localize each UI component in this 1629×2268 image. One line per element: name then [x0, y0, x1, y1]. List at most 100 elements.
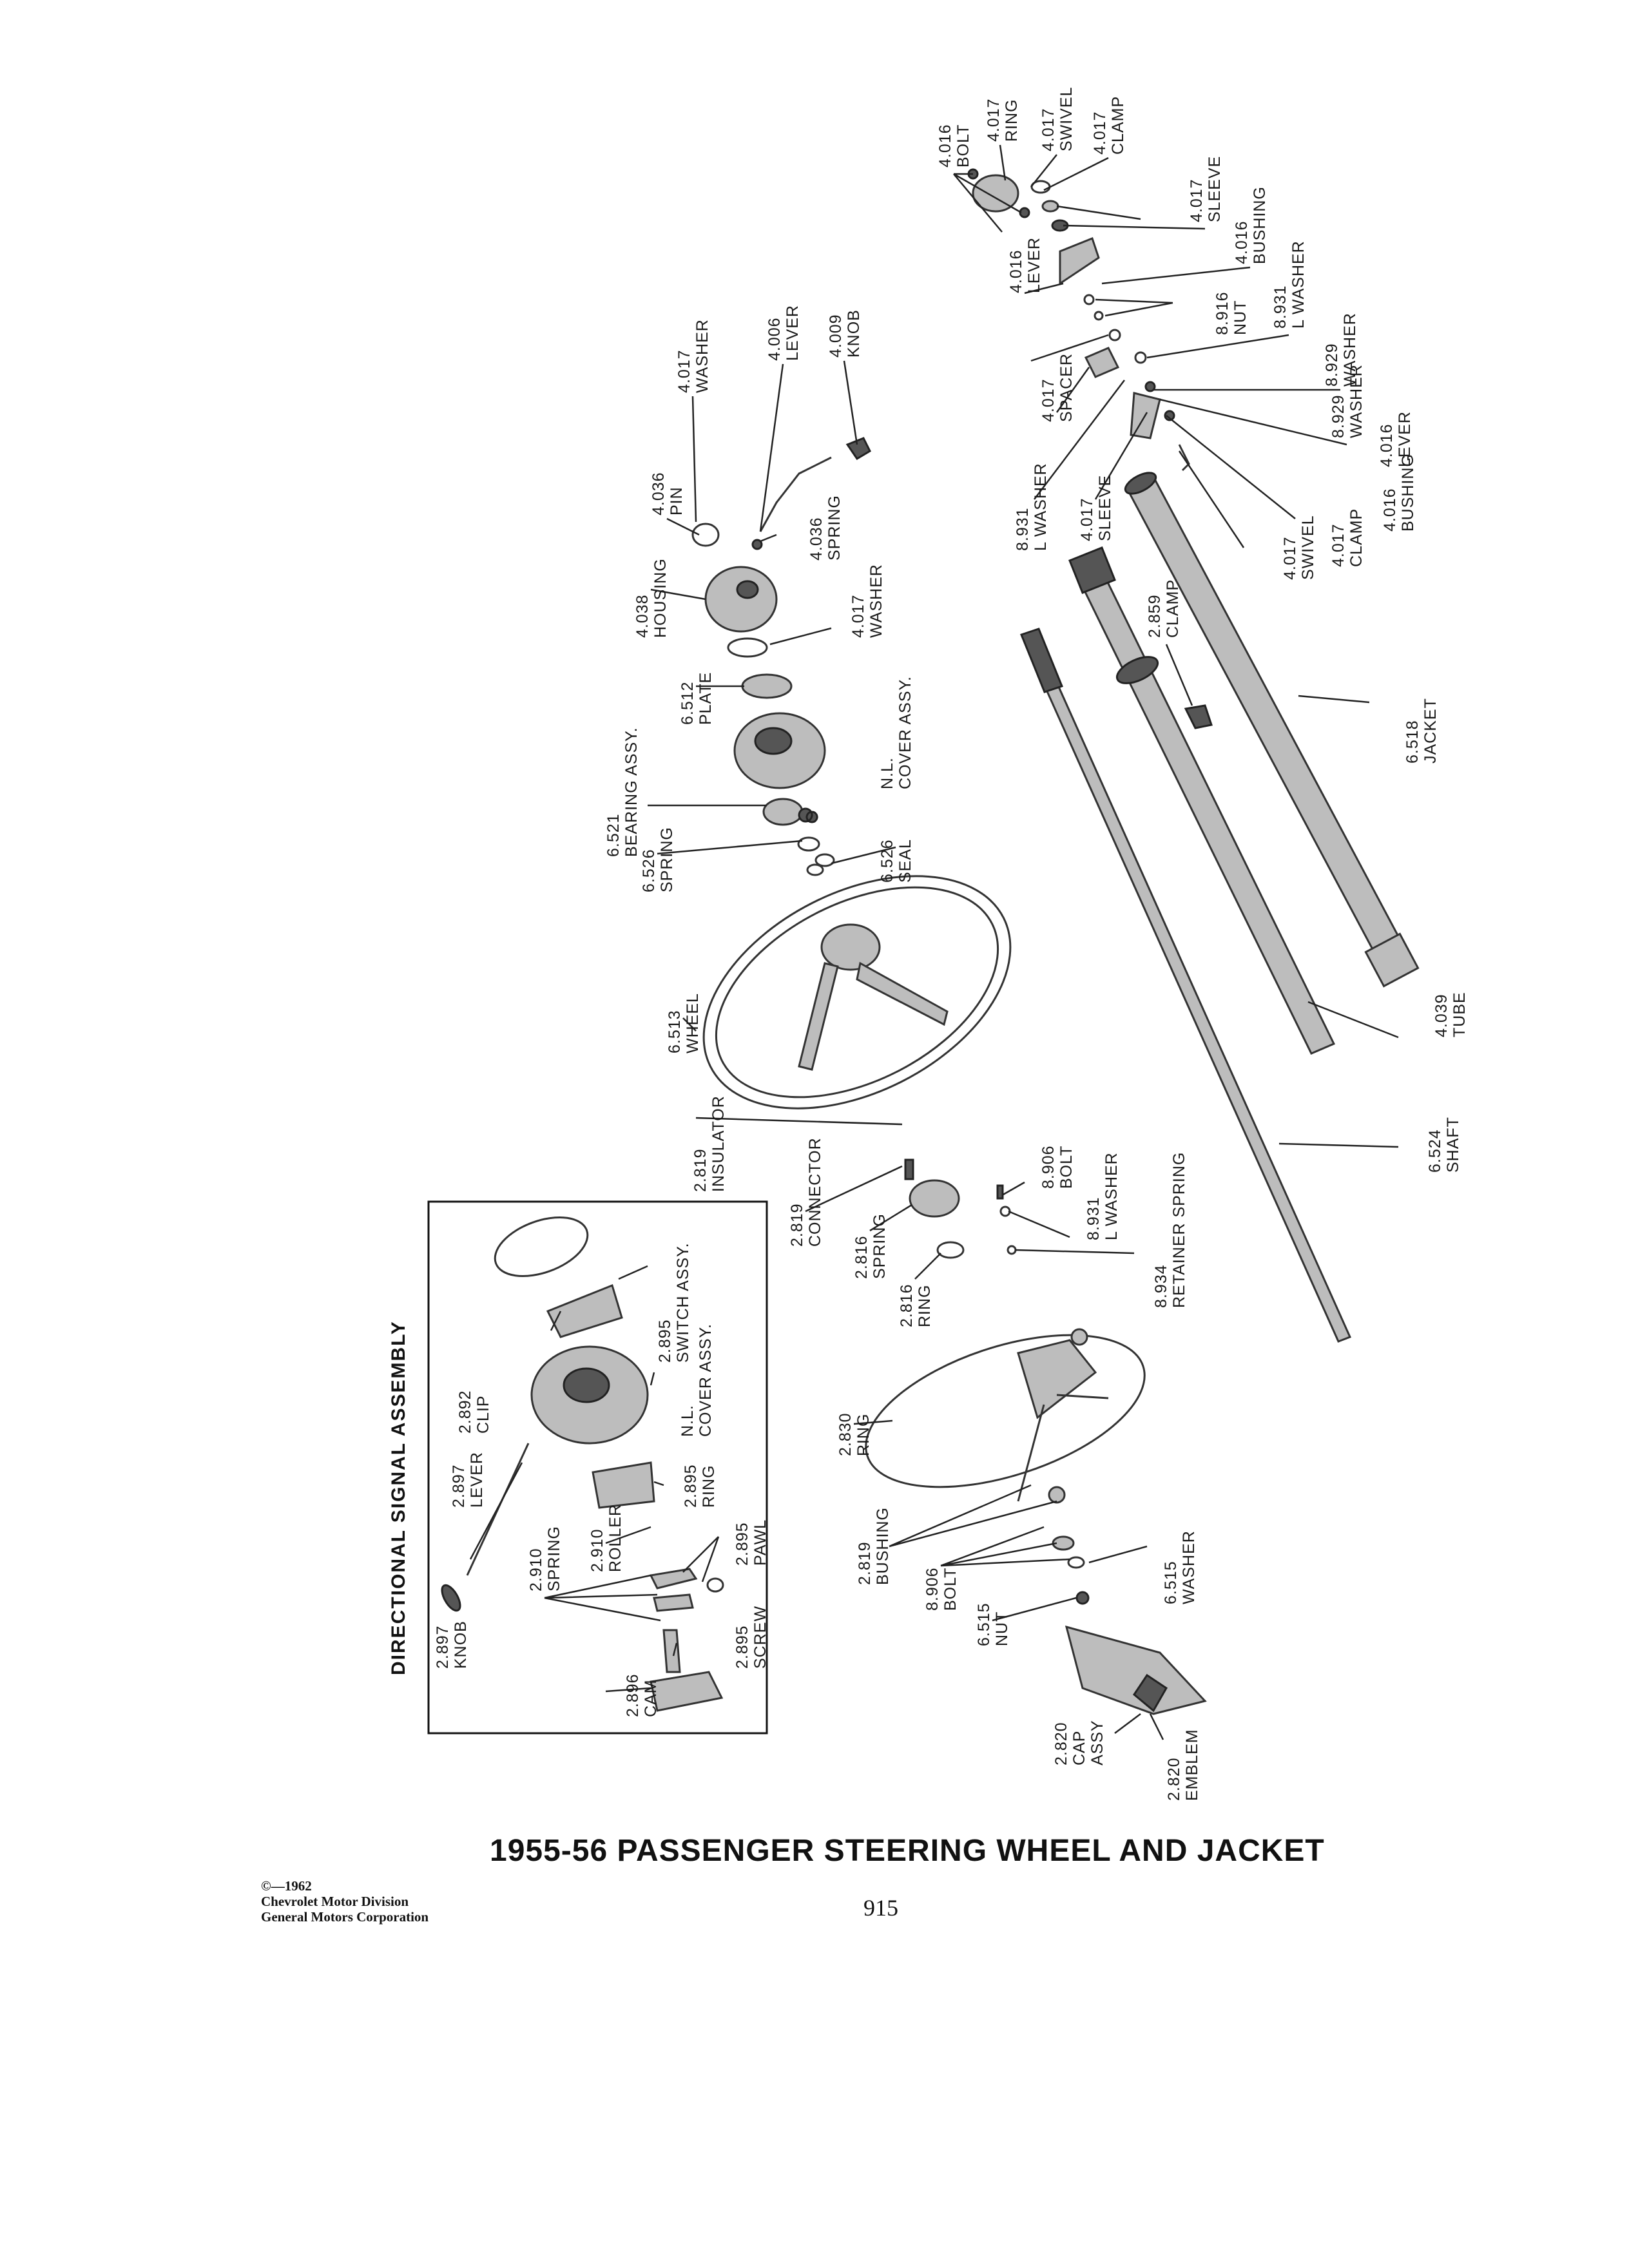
- callout-line: BUSHING: [1399, 454, 1417, 532]
- callout-line: PLATE: [697, 672, 715, 725]
- callout-line: HOUSING: [651, 558, 670, 638]
- callout-line: 2.895: [682, 1464, 700, 1508]
- inset-title: DIRECTIONAL SIGNAL ASSEMBLY: [388, 1320, 409, 1675]
- copyright-notice: ©—1962 Chevrolet Motor Division General …: [261, 1878, 429, 1925]
- callout-line: BOLT: [1057, 1146, 1075, 1189]
- callout-line: 2.895: [733, 1625, 751, 1669]
- page-title: 1955-56 PASSENGER STEERING WHEEL AND JAC…: [490, 1834, 1325, 1868]
- callout-line: 6.526: [640, 849, 658, 892]
- jacket-clamp-part: [1184, 704, 1213, 729]
- callout-label: 8.931L WASHER: [1014, 463, 1050, 551]
- callout-line: 2.820: [1165, 1757, 1183, 1801]
- callout-label: 4.006LEVER: [766, 305, 802, 361]
- horn-ring-part: [865, 1328, 1146, 1504]
- callout-line: SPRING: [545, 1526, 563, 1591]
- callout-line: N.L.: [878, 757, 896, 789]
- callout-line: SEAL: [896, 839, 914, 883]
- callout-line: WASHER: [1180, 1530, 1198, 1604]
- callout-label: 4.017WASHER: [675, 319, 711, 393]
- callout-line: SHAFT: [1444, 1117, 1462, 1173]
- callout-line: TUBE: [1451, 992, 1469, 1037]
- callout-line: LEVER: [1025, 237, 1043, 293]
- callout-label: 2.895PAWL: [733, 1519, 769, 1566]
- callout-label: 4.036PIN: [650, 472, 686, 515]
- callout-label: 4.017WASHER: [849, 564, 885, 638]
- directional-housing-part: [691, 437, 871, 699]
- callout-line: SPRING: [871, 1213, 889, 1279]
- callout-line: L WASHER: [1032, 463, 1050, 551]
- callout-line: COVER ASSY.: [896, 676, 914, 789]
- callout-line: PAWL: [751, 1519, 769, 1566]
- callout-line: 4.016: [1007, 249, 1025, 293]
- callout-line: ROLLER: [606, 1504, 624, 1572]
- callout-label: 2.897LEVER: [450, 1452, 486, 1508]
- callout-line: 4.017: [1039, 108, 1057, 151]
- callout-label: 2.910ROLLER: [588, 1504, 624, 1572]
- callout-line: RETAINER SPRING: [1170, 1152, 1188, 1308]
- callout-label: 2.892CLIP: [456, 1390, 492, 1434]
- callout-line: 6.513: [666, 1010, 684, 1053]
- callout-line: L WASHER: [1103, 1152, 1121, 1240]
- callout-line: SLEEVE: [1206, 156, 1224, 222]
- callout-line: 2.859: [1146, 594, 1164, 638]
- callout-line: SWIVEL: [1299, 515, 1317, 580]
- callout-line: 6.512: [679, 681, 697, 725]
- callout-label: 4.038HOUSING: [633, 558, 670, 638]
- callout-line: 2.897: [450, 1464, 468, 1508]
- callout-line: 2.819: [788, 1203, 806, 1247]
- callout-line: 4.017: [1188, 178, 1206, 222]
- callout-line: NUT: [1231, 300, 1249, 335]
- copyright-line: General Motors Corporation: [261, 1909, 429, 1925]
- callout-line: 6.521: [604, 813, 622, 857]
- callout-line: BUSHING: [1251, 186, 1269, 264]
- callout-line: ASSY: [1088, 1720, 1106, 1765]
- callout-line: 4.016: [1381, 488, 1399, 532]
- callout-line: SPRING: [825, 495, 843, 561]
- callout-line: CAM: [642, 1679, 660, 1717]
- callout-line: 4.006: [766, 317, 784, 361]
- callout-label: 2.859CLAMP: [1146, 579, 1182, 638]
- callout-line: 4.038: [633, 594, 651, 638]
- callout-line: 2.830: [836, 1412, 854, 1456]
- callout-label: 6.524SHAFT: [1426, 1117, 1462, 1173]
- callout-line: RING: [916, 1285, 934, 1328]
- callout-line: 4.036: [650, 472, 668, 515]
- callout-label: 2.910SPRING: [527, 1526, 563, 1591]
- callout-line: 4.017: [675, 349, 693, 393]
- callout-label: 4.017SWIVEL: [1039, 87, 1075, 151]
- callout-line: SPACER: [1057, 353, 1075, 422]
- callout-label: 8.934RETAINER SPRING: [1152, 1152, 1188, 1308]
- callout-label: 4.017CLAMP: [1091, 96, 1127, 155]
- callout-label: 6.512PLATE: [679, 672, 715, 725]
- callout-label: 4.016BUSHING: [1381, 454, 1417, 532]
- callout-line: 4.017: [1329, 523, 1347, 567]
- callout-line: 6.515: [1162, 1561, 1180, 1604]
- callout-line: 8.931: [1271, 285, 1289, 329]
- callout-line: RING: [854, 1414, 872, 1457]
- callout-line: 2.895: [656, 1319, 674, 1363]
- callout-label: 6.513WHEEL: [666, 993, 702, 1053]
- callout-line: INSULATOR: [709, 1095, 728, 1192]
- callout-line: 6.518: [1403, 720, 1422, 764]
- leader-lines: [648, 144, 1399, 1740]
- callout-label: 4.017RING: [985, 98, 1021, 142]
- callout-line: SLEEVE: [1096, 475, 1114, 541]
- callout-line: BOLT: [954, 124, 972, 168]
- callout-label: 6.515WASHER: [1162, 1530, 1198, 1604]
- callout-line: BUSHING: [874, 1507, 892, 1585]
- callout-label: 6.521BEARING ASSY.: [604, 727, 641, 857]
- callout-line: PIN: [668, 486, 686, 515]
- callout-line: 4.017: [1039, 378, 1057, 422]
- callout-line: RING: [1003, 99, 1021, 142]
- callout-line: SCREW: [751, 1606, 769, 1669]
- shaft-part: [1020, 628, 1352, 1343]
- callout-line: 2.816: [898, 1283, 916, 1327]
- callout-line: JACKET: [1422, 698, 1440, 764]
- copyright-line: Chevrolet Motor Division: [261, 1894, 409, 1909]
- callout-label: 2.819CONNECTOR: [788, 1137, 824, 1247]
- directional-signal-inset: DIRECTIONAL SIGNAL ASSEMBLY: [388, 1200, 768, 1735]
- callout-line: 2.895: [733, 1522, 751, 1566]
- shift-linkage-parts: [967, 168, 1190, 472]
- callout-label: 4.036SPRING: [807, 495, 843, 561]
- callout-label: 4.016BUSHING: [1233, 186, 1269, 264]
